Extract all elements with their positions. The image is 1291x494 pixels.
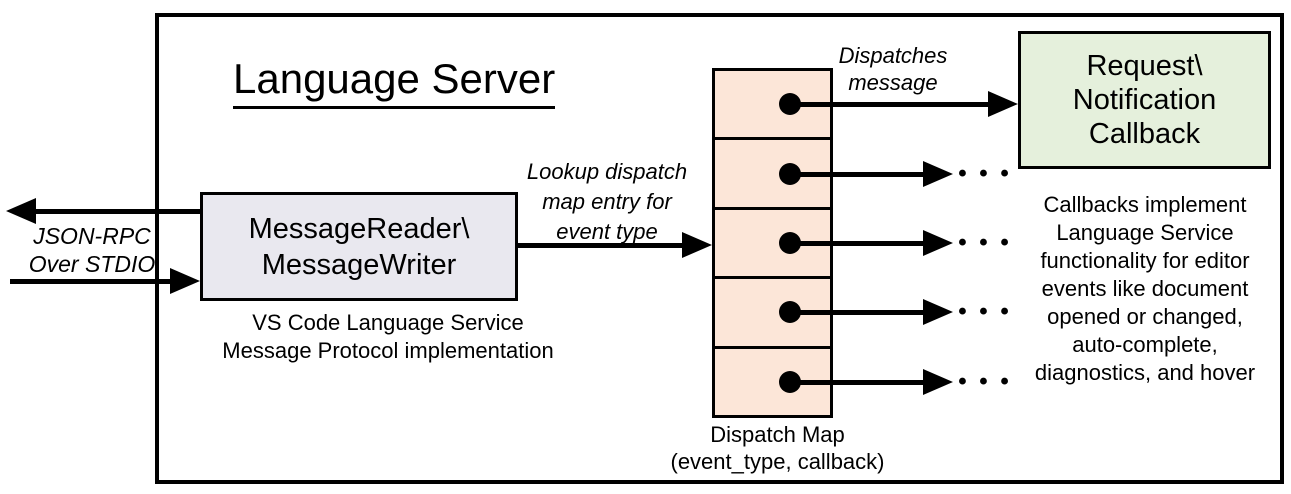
lookup-arrow-line: [517, 243, 684, 248]
message-box-caption-line1: VS Code Language Service: [252, 310, 524, 335]
callbacks-note-line: Callbacks implement: [1043, 192, 1247, 217]
message-box-caption: VS Code Language Service Message Protoco…: [218, 309, 558, 365]
message-box-line2: MessageWriter: [261, 248, 457, 281]
dispatches-label-line2: message: [848, 70, 938, 95]
dispatch-arrowhead-icon: [923, 161, 953, 187]
stdio-out-arrowhead-icon: [6, 198, 36, 224]
more-callbacks-ellipsis: • • •: [958, 229, 1012, 256]
more-callbacks-ellipsis: • • •: [958, 160, 1012, 187]
callbacks-note-line: auto-complete,: [1072, 332, 1218, 357]
dispatch-arrow-line: [790, 102, 990, 107]
stdio-in-arrow-line: [10, 279, 170, 284]
stdio-label-line1: JSON-RPC: [33, 223, 151, 249]
callbacks-note-line: diagnostics, and hover: [1034, 360, 1256, 385]
diagram-title: Language Server: [233, 55, 556, 109]
message-box-line1: MessageReader\: [248, 212, 470, 245]
lookup-label-line3: event type: [556, 219, 658, 244]
lookup-label: Lookup dispatch map entry for event type: [507, 157, 707, 247]
callbacks-note-line: opened or changed,: [1047, 304, 1243, 329]
more-callbacks-ellipsis: • • •: [958, 368, 1012, 395]
more-callbacks-ellipsis: • • •: [958, 298, 1012, 325]
callback-box-line2: Notification: [1072, 84, 1217, 116]
lookup-arrowhead-icon: [682, 232, 712, 258]
dispatch-arrow-line: [790, 380, 925, 385]
dispatch-map-caption: Dispatch Map (event_type, callback): [640, 421, 915, 475]
callbacks-note: Callbacks implement Language Service fun…: [1013, 191, 1277, 387]
callbacks-note-line: functionality for editor: [1040, 248, 1250, 273]
stdio-label: JSON-RPC Over STDIO: [22, 222, 162, 278]
request-notification-callback-box: Request\ Notification Callback: [1018, 31, 1271, 169]
dispatch-arrow-line: [790, 241, 925, 246]
message-reader-writer-box: MessageReader\ MessageWriter: [200, 192, 518, 301]
dispatch-map-caption-line2: (event_type, callback): [670, 449, 885, 474]
stdio-out-arrow-line: [32, 209, 200, 214]
dispatches-label-line1: Dispatches: [838, 43, 948, 68]
dispatch-arrowhead-icon: [923, 299, 953, 325]
dispatch-map-caption-line1: Dispatch Map: [710, 422, 845, 447]
callbacks-note-line: events like document: [1041, 276, 1249, 301]
lookup-label-line2: map entry for: [542, 189, 672, 214]
callback-box-line1: Request\: [1086, 50, 1203, 82]
message-box-caption-line2: Message Protocol implementation: [222, 338, 554, 363]
dispatch-arrowhead-icon: [923, 230, 953, 256]
dispatch-arrow-line: [790, 310, 925, 315]
dispatch-arrowhead-icon: [923, 369, 953, 395]
lookup-label-line1: Lookup dispatch: [526, 159, 688, 184]
dispatch-arrow-line: [790, 172, 925, 177]
callbacks-note-line: Language Service: [1056, 220, 1234, 245]
dispatches-label: Dispatches message: [833, 42, 953, 96]
stdio-label-line2: Over STDIO: [28, 251, 156, 277]
stdio-in-arrowhead-icon: [170, 268, 200, 294]
dispatch-arrowhead-icon: [988, 91, 1018, 117]
callback-box-line3: Callback: [1088, 118, 1201, 150]
